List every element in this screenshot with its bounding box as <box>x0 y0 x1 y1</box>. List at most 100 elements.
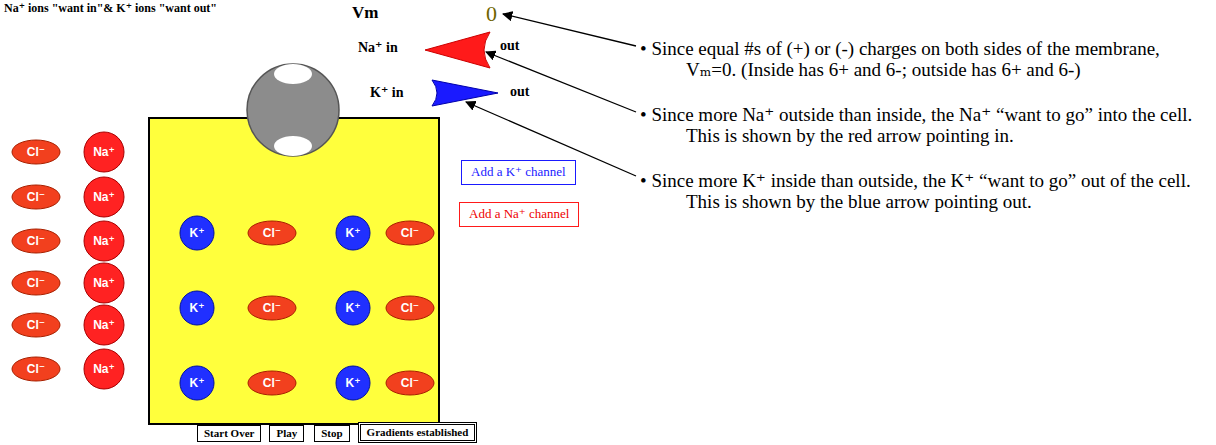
chloride-ion: Cl⁻ <box>247 295 297 321</box>
chloride-ion: Cl⁻ <box>11 356 61 382</box>
ion-shape <box>248 221 296 245</box>
ion-label: K⁺ <box>190 301 205 315</box>
potassium-ion: K⁺ <box>335 215 371 251</box>
ion-label: Cl⁻ <box>401 376 419 390</box>
potassium-gradient-arrow <box>432 80 498 106</box>
membrane-potential-label: Vm <box>352 3 378 23</box>
ion-shape <box>248 371 296 395</box>
ion-label: K⁺ <box>346 301 361 315</box>
cell-body: K⁺ Cl⁻ K⁺ Cl⁻ K⁺ Cl⁻ K⁺ Cl⁻ K⁺ Cl⁻ K⁺ Cl⁻ <box>148 117 440 425</box>
ion-shape <box>386 371 434 395</box>
sodium-ion: Na⁺ <box>83 304 125 346</box>
sodium-ion: Na⁺ <box>83 131 125 173</box>
ion-label: Cl⁻ <box>27 145 45 159</box>
ion-label: Cl⁻ <box>263 226 281 240</box>
ion-label: Na⁺ <box>93 234 115 248</box>
potassium-ion: K⁺ <box>179 215 215 251</box>
button-label: Add a Na⁺ channel <box>469 206 569 221</box>
ion-shape <box>12 140 60 164</box>
chloride-ion: Cl⁻ <box>247 220 297 246</box>
ion-shape <box>84 349 124 389</box>
ion-shape <box>84 221 124 261</box>
ion-shape <box>180 291 214 325</box>
ion-shape <box>84 132 124 172</box>
explanation-note: • Since more K⁺ inside than outside, the… <box>640 170 1206 212</box>
ion-shape <box>12 229 60 253</box>
sodium-ion: Na⁺ <box>83 176 125 218</box>
ion-label: Cl⁻ <box>27 234 45 248</box>
ion-label: Na⁺ <box>93 276 115 290</box>
sodium-ion: Na⁺ <box>83 262 125 304</box>
potassium-ion: K⁺ <box>335 290 371 326</box>
ion-shape <box>336 366 370 400</box>
chloride-ion: Cl⁻ <box>385 220 435 246</box>
diagram-title: Na⁺ ions "want in"& K⁺ ions "want out" <box>4 1 217 16</box>
ion-shape <box>180 216 214 250</box>
ion-label: Na⁺ <box>93 145 115 159</box>
ion-shape <box>248 296 296 320</box>
chloride-ion: Cl⁻ <box>11 184 61 210</box>
ion-channel <box>247 64 339 156</box>
ion-label: Cl⁻ <box>401 301 419 315</box>
add-channel-button: Add a Na⁺ channel <box>459 202 579 227</box>
control-button: Play <box>269 425 304 442</box>
chloride-ion: Cl⁻ <box>385 370 435 396</box>
membrane-potential-value: 0 <box>486 1 497 27</box>
button-label: Stop <box>321 427 342 439</box>
control-button: Stop <box>314 425 349 442</box>
ion-shape <box>84 305 124 345</box>
explanation-note: • Since equal #s of (+) or (-) charges o… <box>640 38 1206 80</box>
ion-shape <box>12 271 60 295</box>
leader-line <box>486 52 636 112</box>
channel-pore <box>274 136 312 156</box>
control-button: Start Over <box>197 425 261 442</box>
ion-shape <box>84 263 124 303</box>
ion-label: K⁺ <box>346 226 361 240</box>
ion-shape <box>12 185 60 209</box>
ion-label: Cl⁻ <box>401 226 419 240</box>
ion-label: Cl⁻ <box>27 362 45 376</box>
potassium-ion: K⁺ <box>179 290 215 326</box>
ion-label: K⁺ <box>190 226 205 240</box>
ion-label: Cl⁻ <box>27 318 45 332</box>
ion-shape <box>180 366 214 400</box>
ion-label: Na⁺ <box>93 190 115 204</box>
ion-label: Na⁺ <box>93 318 115 332</box>
ion-shape <box>336 291 370 325</box>
direction-label: K⁺ in <box>370 84 403 101</box>
ion-shape <box>386 296 434 320</box>
ion-shape <box>12 313 60 337</box>
ion-shape <box>12 357 60 381</box>
button-label: Gradients established <box>367 426 469 438</box>
chloride-ion: Cl⁻ <box>385 295 435 321</box>
chloride-ion: Cl⁻ <box>11 312 61 338</box>
chloride-ion: Cl⁻ <box>11 270 61 296</box>
ion-label: Na⁺ <box>93 362 115 376</box>
direction-label: out <box>510 84 529 100</box>
chloride-ion: Cl⁻ <box>247 370 297 396</box>
direction-label: Na⁺ in <box>358 39 398 56</box>
button-label: Start Over <box>204 427 254 439</box>
ion-label: Cl⁻ <box>27 276 45 290</box>
ion-shape <box>386 221 434 245</box>
sodium-ion: Na⁺ <box>83 220 125 262</box>
ion-shape <box>336 216 370 250</box>
potassium-ion: K⁺ <box>335 365 371 401</box>
ion-label: Cl⁻ <box>263 301 281 315</box>
ion-label: Cl⁻ <box>263 376 281 390</box>
ion-label: Cl⁻ <box>27 190 45 204</box>
ion-label: K⁺ <box>346 376 361 390</box>
channel-pore <box>274 64 312 84</box>
button-label: Add a K⁺ channel <box>471 164 566 179</box>
explanation-note: • Since more Na⁺ outside than inside, th… <box>640 104 1206 146</box>
leader-line <box>503 14 636 46</box>
direction-label: out <box>500 38 519 54</box>
ion-shape <box>84 177 124 217</box>
ion-label: K⁺ <box>190 376 205 390</box>
button-label: Play <box>276 427 297 439</box>
sodium-ion: Na⁺ <box>83 348 125 390</box>
potassium-ion: K⁺ <box>179 365 215 401</box>
chloride-ion: Cl⁻ <box>11 228 61 254</box>
add-channel-button: Add a K⁺ channel <box>461 160 576 185</box>
